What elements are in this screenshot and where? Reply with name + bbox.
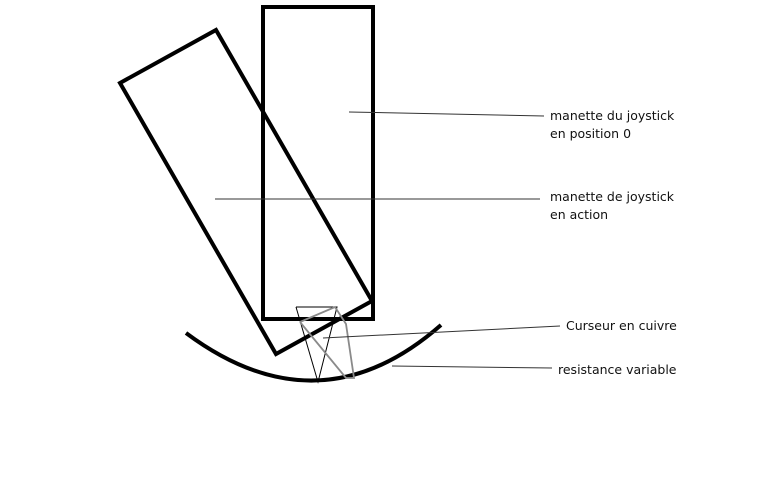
- variable-resistance-arc: [184, 323, 443, 383]
- leader-line-resistance: [391, 365, 553, 369]
- label-variable-resistance: resistance variable: [558, 362, 677, 377]
- label-handle-action-line1: manette de joystick: [550, 189, 675, 204]
- leader-line-rest: [348, 111, 545, 117]
- copper-cursor-rest: [295, 306, 338, 384]
- label-handle-action-line2: en action: [550, 207, 609, 222]
- copper-cursor-tilted: [299, 305, 356, 379]
- label-handle-rest-line2: en position 0: [550, 126, 632, 141]
- handle-tilted-action: [117, 27, 375, 357]
- label-handle-action: manette de joystick en action: [550, 188, 674, 224]
- leader-line-cursor: [322, 325, 561, 339]
- handle-rest-position: [261, 5, 375, 321]
- label-handle-rest-line1: manette du joystick: [550, 108, 675, 123]
- label-copper-cursor: Curseur en cuivre: [566, 318, 677, 333]
- label-handle-rest: manette du joystick en position 0: [550, 107, 674, 143]
